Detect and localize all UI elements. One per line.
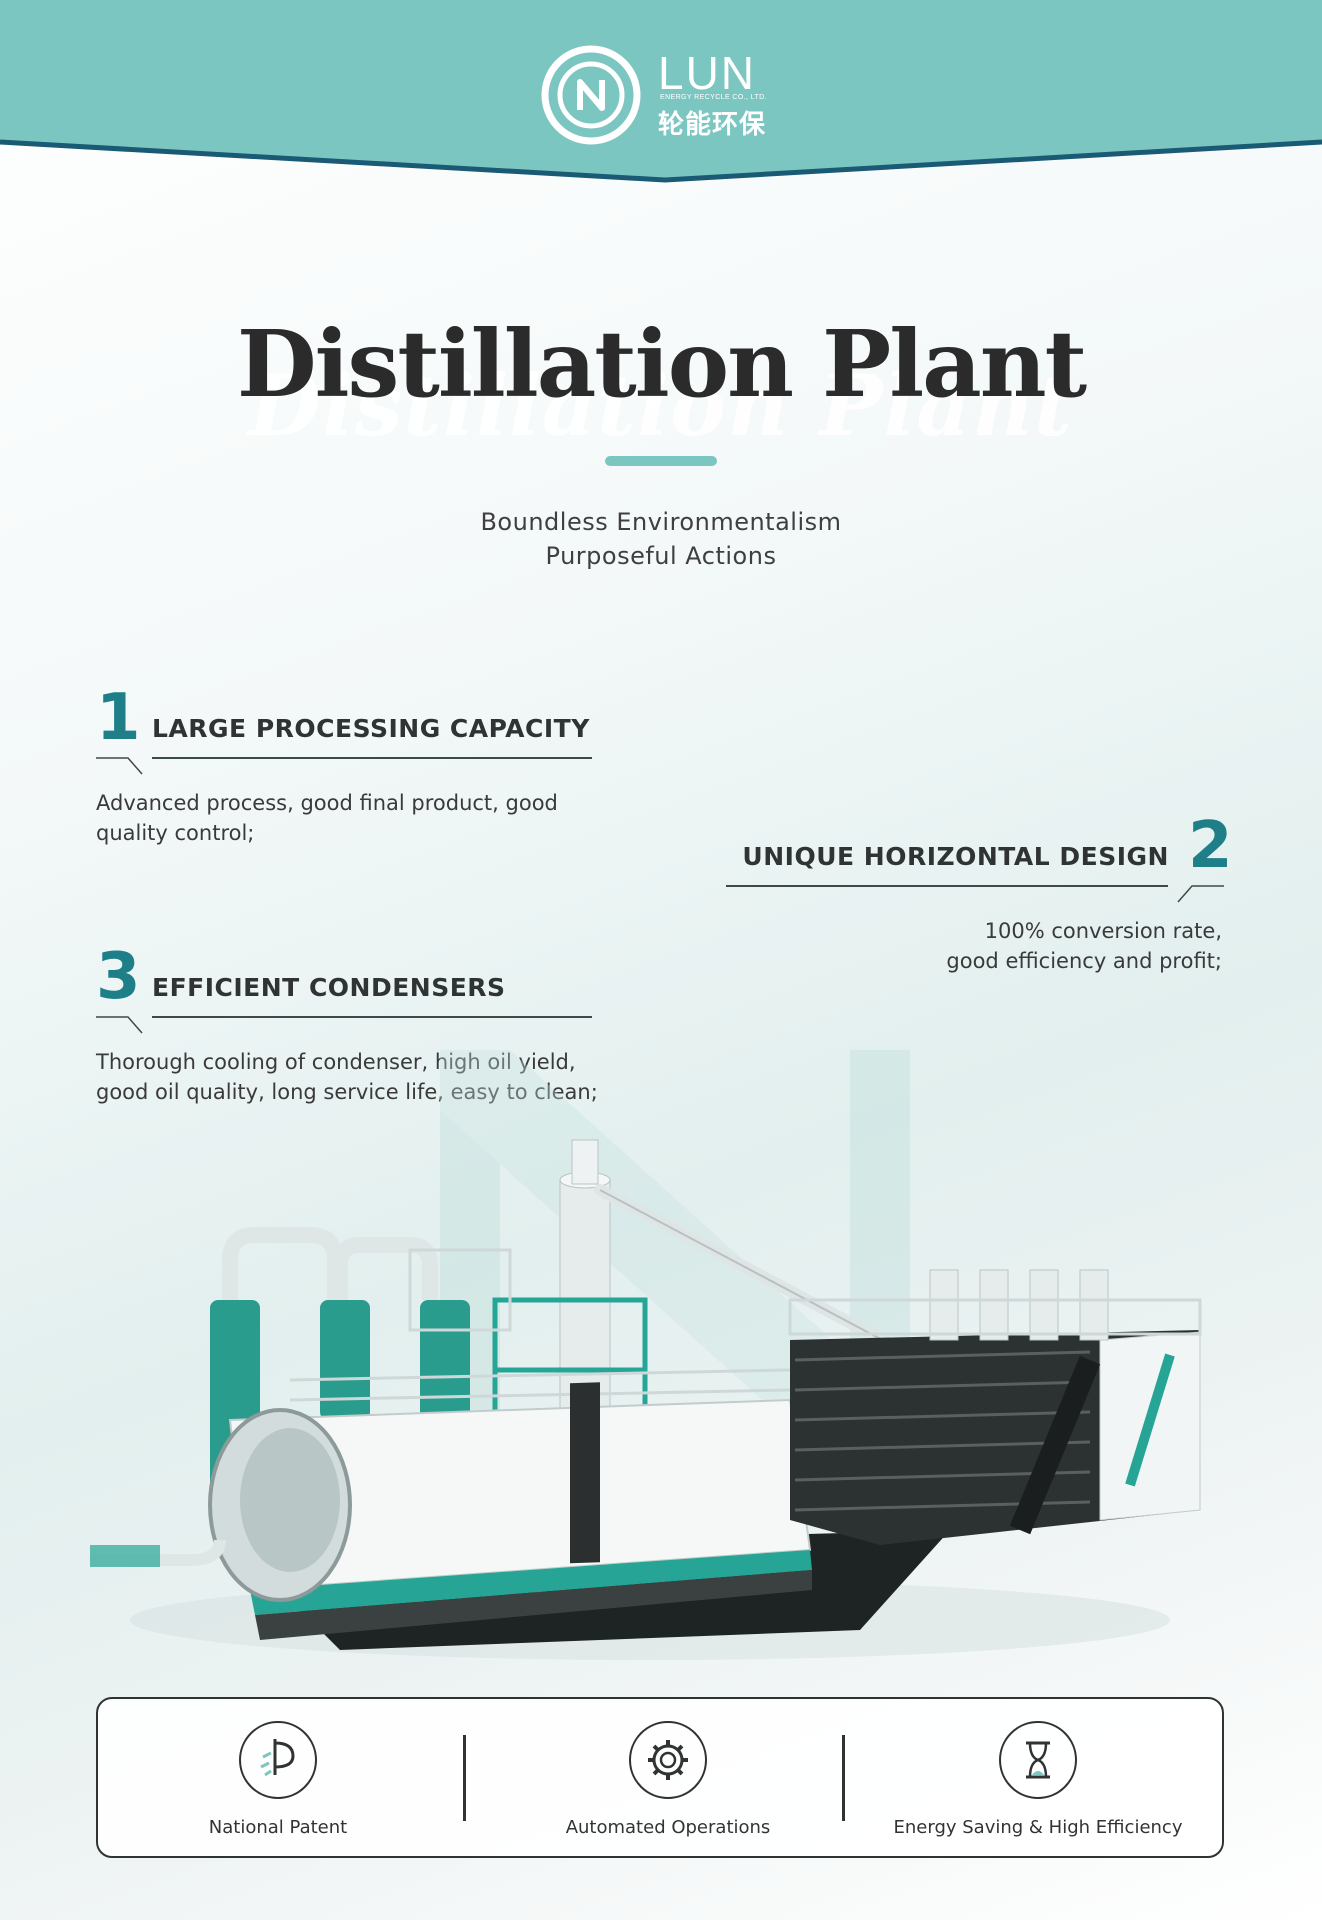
distillation-plant-illustration	[90, 1050, 1202, 1660]
hourglass-icon	[999, 1721, 1077, 1799]
feature-2-rule	[726, 885, 1168, 887]
slogan-line-1: Boundless Environmentalism	[480, 508, 842, 536]
feature-1-number: 1	[96, 681, 141, 755]
title-watermark: Distillation Plant	[248, 356, 1074, 455]
badge-label-automated: Automated Operations	[565, 1817, 771, 1838]
logo-mark-icon	[541, 45, 641, 145]
badge-automated-operations: Automated Operations	[518, 1699, 818, 1860]
feature-1-desc: Advanced process, good final product, go…	[96, 788, 616, 848]
brand-name-cn: 轮能环保	[658, 110, 767, 140]
feature-3-desc-line-1: Thorough cooling of condenser, high oil …	[96, 1050, 576, 1074]
feature-2-desc-line-2: good efficiency and profit;	[946, 949, 1222, 973]
feature-2-tick	[1177, 885, 1224, 903]
feature-1-title: LARGE PROCESSING CAPACITY	[152, 714, 590, 743]
feature-3-title: EFFICIENT CONDENSERS	[152, 973, 506, 1002]
header-band	[0, 0, 1322, 183]
slogan-line-2: Purposeful Actions	[545, 542, 777, 570]
feature-3-number: 3	[96, 940, 141, 1014]
feature-2-desc-line-1: 100% conversion rate,	[984, 919, 1222, 943]
feature-badges-panel: National Patent Automated Operations	[96, 1697, 1224, 1858]
feature-3-desc-line-2: good oil quality, long service life, eas…	[96, 1080, 598, 1104]
feature-3-desc: Thorough cooling of condenser, high oil …	[96, 1047, 716, 1107]
feature-1-tick	[96, 757, 143, 775]
title-block: Distillation Plant Distillation Plant	[0, 310, 1322, 455]
brand-name: LUN	[658, 47, 757, 99]
brand-subtitle: ENERGY RECYCLE CO., LTD.	[660, 94, 767, 101]
feature-2-title: UNIQUE HORIZONTAL DESIGN	[742, 842, 1169, 871]
feature-1-rule	[152, 757, 592, 759]
feature-1-desc-line-1: Advanced process, good final product, go…	[96, 791, 558, 815]
badge-divider	[463, 1735, 466, 1821]
gear-icon	[629, 1721, 707, 1799]
feature-3-rule	[152, 1016, 592, 1018]
feature-1-desc-line-2: quality control;	[96, 821, 255, 845]
badge-label-energy: Energy Saving & High Efficiency	[893, 1817, 1183, 1838]
brand-logo: LUN ENERGY RECYCLE CO., LTD. 轮能环保	[540, 42, 780, 152]
feature-2-desc: 100% conversion rate, good efficiency an…	[702, 916, 1222, 976]
patent-icon	[239, 1721, 317, 1799]
badge-energy-saving: Energy Saving & High Efficiency	[878, 1699, 1198, 1860]
badge-label-patent: National Patent	[208, 1817, 348, 1838]
title-underline	[605, 456, 717, 466]
page-title: Distillation Plant	[236, 310, 1087, 418]
feature-3-tick	[96, 1016, 143, 1034]
badge-divider	[842, 1735, 845, 1821]
feature-2-number: 2	[1188, 809, 1233, 883]
badge-national-patent: National Patent	[158, 1699, 398, 1860]
